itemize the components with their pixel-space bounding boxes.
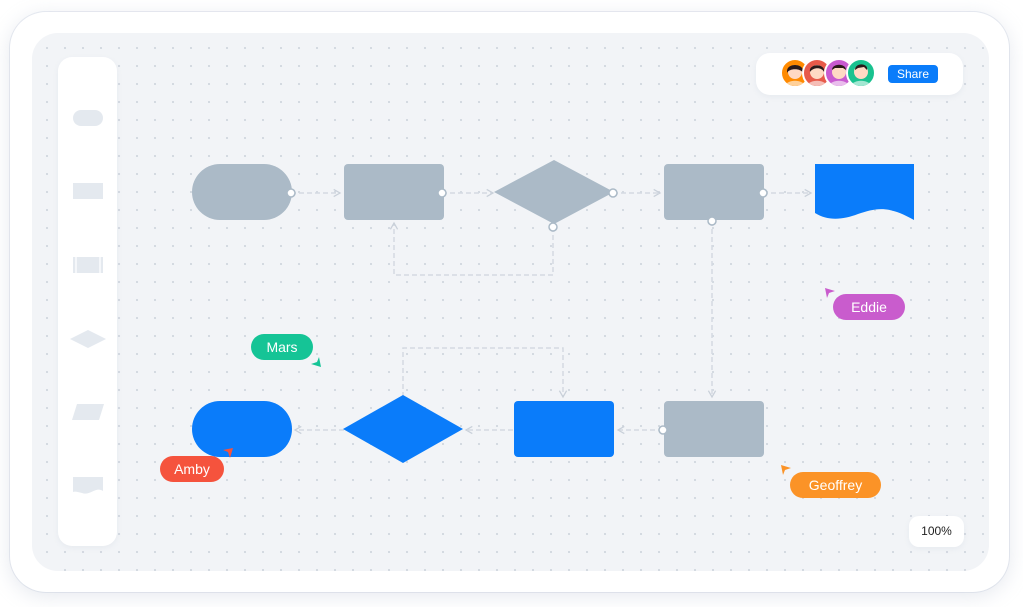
share-button[interactable]: Share bbox=[888, 65, 938, 83]
cursor-arrow-icon bbox=[825, 288, 835, 298]
flow-end-terminator bbox=[192, 401, 292, 457]
cursor-label-eddie: Eddie bbox=[833, 294, 905, 320]
connector bbox=[402, 347, 568, 399]
process-shape-icon[interactable] bbox=[58, 256, 117, 274]
flow-process-step-4 bbox=[664, 401, 764, 457]
connection-handle bbox=[608, 188, 618, 198]
collaboration-bar: Share bbox=[756, 53, 963, 95]
flow-decision-1 bbox=[494, 160, 614, 224]
document-shape-icon[interactable] bbox=[58, 476, 117, 496]
cursor-arrow-icon bbox=[223, 448, 233, 458]
flow-process-step-3 bbox=[514, 401, 614, 457]
flow-document-shape bbox=[815, 164, 914, 220]
parallelogram-shape-icon[interactable] bbox=[58, 403, 117, 421]
flow-start-terminator bbox=[192, 164, 292, 220]
flow-decision-2 bbox=[343, 395, 463, 463]
cursor-arrow-icon bbox=[311, 357, 321, 367]
rectangle-shape-icon[interactable] bbox=[58, 182, 117, 200]
connection-handle bbox=[758, 188, 768, 198]
cursor-arrow-icon bbox=[781, 465, 791, 475]
collaborator-avatar[interactable] bbox=[846, 58, 876, 88]
shape-toolbar bbox=[58, 57, 117, 546]
connection-handle bbox=[286, 188, 296, 198]
connection-handle bbox=[707, 216, 717, 226]
connection-handle bbox=[658, 425, 668, 435]
cursor-label-amby: Amby bbox=[160, 456, 224, 482]
decision-shape-icon[interactable] bbox=[58, 329, 117, 349]
connector bbox=[389, 221, 554, 276]
connection-handle bbox=[437, 188, 447, 198]
connection-handle bbox=[548, 222, 558, 232]
cursor-label-mars: Mars bbox=[251, 334, 313, 360]
flow-process-step-1 bbox=[344, 164, 444, 220]
flow-process-step-2 bbox=[664, 164, 764, 220]
terminator-shape-icon[interactable] bbox=[58, 109, 117, 127]
cursor-label-geoffrey: Geoffrey bbox=[790, 472, 881, 498]
zoom-level[interactable]: 100% bbox=[909, 516, 964, 547]
